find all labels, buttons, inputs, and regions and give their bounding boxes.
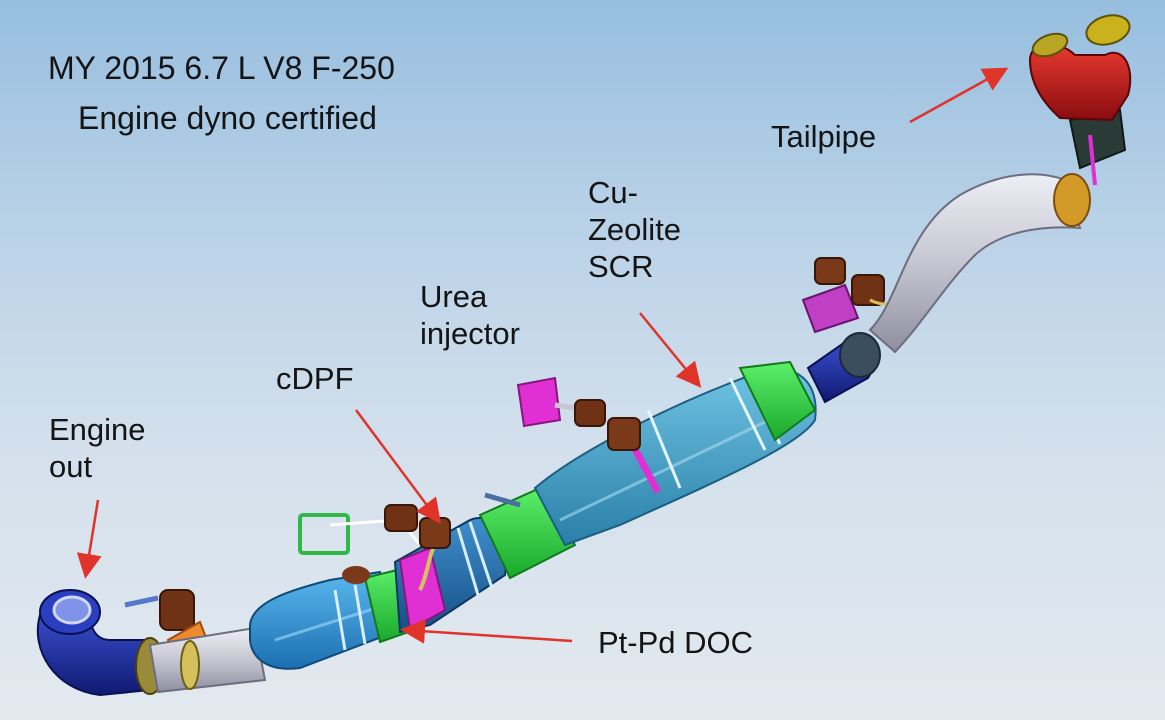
- label-scr-line2: Zeolite: [588, 212, 682, 247]
- label-engine-out-line2: out: [49, 449, 93, 484]
- doc-arrow: [400, 618, 573, 644]
- engine-out-arrow: [76, 499, 102, 579]
- scr-arrow: [639, 312, 702, 388]
- engine-outlet-elbow: [36, 589, 165, 697]
- scr-can: [533, 360, 817, 547]
- title-certification: Engine dyno certified: [78, 100, 377, 136]
- tailpipe-arrow: [909, 67, 1009, 124]
- tailpipe-tips: [1028, 14, 1132, 186]
- label-scr-line1: Cu-: [588, 175, 638, 210]
- pointer-arrows: [76, 67, 1009, 644]
- label-urea-line1: Urea: [420, 279, 488, 314]
- scr-outlet-sensor-bracket: [801, 257, 912, 334]
- urea-injector-bracket: [516, 376, 641, 451]
- label-scr-line3: SCR: [588, 249, 654, 284]
- cdpf-arrow: [354, 409, 441, 525]
- inlet-pipe: [148, 626, 267, 694]
- tail-pipe-bend: [868, 173, 1091, 354]
- label-cdpf: cDPF: [276, 361, 354, 396]
- label-doc: Pt-Pd DOC: [598, 625, 754, 660]
- label-engine-out-line1: Engine: [49, 412, 146, 447]
- title-model: MY 2015 6.7 L V8 F-250: [48, 50, 395, 86]
- label-urea-line2: injector: [420, 316, 520, 351]
- label-tailpipe: Tailpipe: [771, 119, 877, 154]
- scr-outlet-cone: [806, 332, 881, 404]
